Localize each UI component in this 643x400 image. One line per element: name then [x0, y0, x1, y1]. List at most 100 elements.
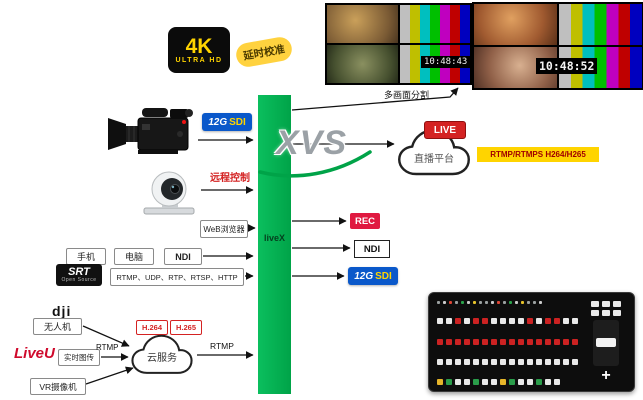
switcher-button — [518, 338, 524, 345]
monitor-left-grid — [327, 5, 470, 83]
ndi-input-box: NDI — [164, 248, 202, 265]
switcher-button — [497, 301, 500, 304]
sdi-12g-text-out: 12G — [354, 270, 374, 282]
sdi-sdi-text-out: SDI — [375, 270, 392, 282]
switcher-button — [503, 301, 506, 304]
switcher-button — [446, 338, 452, 345]
switcher-button — [467, 301, 470, 304]
switcher-button — [446, 379, 452, 385]
xvs-logo: XVS — [276, 124, 348, 162]
live-badge: LIVE — [424, 121, 466, 139]
switcher-button — [572, 358, 578, 365]
ndi-output-box: NDI — [354, 240, 390, 258]
switcher-button — [443, 301, 446, 304]
switcher-button — [509, 301, 512, 304]
switcher-button — [563, 338, 569, 345]
switcher-mini-buttons — [591, 301, 621, 316]
monitor-right: 10:48:52 — [472, 2, 643, 90]
switcher-button — [527, 301, 530, 304]
switcher-button — [563, 318, 569, 325]
switcher-button — [485, 301, 488, 304]
switcher-button — [482, 379, 488, 385]
monitor-right-grid — [474, 4, 642, 88]
switcher-button — [521, 301, 524, 304]
protocols-box: RTMP、UDP、RTP、RTSP、HTTP — [110, 268, 244, 286]
switcher-button — [545, 338, 551, 345]
rtmp-in-label: RTMP — [96, 343, 119, 352]
badge-4k-ultrahd: 4K ULTRA HD — [168, 27, 230, 73]
switcher-button — [455, 379, 461, 385]
transmitter-box: 实时图传 — [58, 349, 100, 366]
switcher-button — [491, 358, 497, 365]
switcher-button-row — [437, 379, 578, 385]
switcher-button — [455, 301, 458, 304]
switcher-button — [491, 338, 497, 345]
switcher-button — [455, 338, 461, 345]
sdi-12g-text: 12G — [208, 116, 228, 128]
switcher-button — [500, 318, 506, 325]
switcher-button — [500, 379, 506, 385]
switcher-button — [437, 379, 443, 385]
badge-ultrahd-text: ULTRA HD — [175, 56, 223, 64]
switcher-button — [461, 301, 464, 304]
monitor-cell-scene-c — [474, 4, 557, 45]
switcher-button — [563, 358, 569, 365]
switcher-button — [473, 379, 479, 385]
switcher-button — [491, 301, 494, 304]
switcher-button — [536, 358, 542, 365]
h264-badge: H.264 — [136, 320, 168, 335]
monitor-cell-scene-b — [327, 45, 398, 83]
switcher-button — [473, 318, 479, 325]
switcher-button — [500, 338, 506, 345]
switcher-button — [491, 379, 497, 385]
sdi-12g-badge-input: 12G SDI — [202, 113, 252, 131]
cloud-service-icon — [131, 334, 193, 374]
switcher-button — [455, 318, 461, 325]
livex-label: liveX — [263, 233, 285, 243]
switcher-button-row — [437, 301, 578, 304]
rtmp-mid-label: RTMP — [210, 341, 234, 351]
switcher-button — [527, 379, 533, 385]
badge-delay-calibration: 延时校准 — [234, 35, 294, 69]
switcher-button-row — [437, 318, 578, 325]
switcher-button — [482, 318, 488, 325]
sdi-12g-badge-output: 12G SDI — [348, 267, 398, 285]
switcher-button — [464, 318, 470, 325]
srt-subtext: Open Source — [61, 277, 97, 283]
switcher-button — [455, 358, 461, 365]
monitor-cell-bars — [399, 5, 470, 43]
switcher-button — [554, 318, 560, 325]
switcher-button — [536, 318, 542, 325]
switcher-button — [446, 358, 452, 365]
switcher-button — [473, 338, 479, 345]
switcher-button — [479, 301, 482, 304]
switcher-button — [527, 358, 533, 365]
livex-ingest-bar: liveX — [258, 95, 291, 394]
liveu-logo: LiveU — [14, 345, 55, 362]
switcher-button — [500, 358, 506, 365]
srt-badge: SRT Open Source — [56, 264, 102, 286]
multi-split-label: 多画面分割 — [384, 90, 430, 100]
switcher-button — [518, 379, 524, 385]
switcher-buttons — [437, 301, 578, 385]
pc-box: 电脑 — [114, 248, 154, 265]
switcher-button — [509, 358, 515, 365]
rtmp-banner: RTMP/RTMPS H264/H265 — [477, 147, 599, 162]
timecode-right: 10:48:52 — [536, 58, 598, 74]
switcher-button — [572, 338, 578, 345]
video-switcher-panel: + — [428, 292, 635, 392]
sdi-sdi-text: SDI — [229, 116, 246, 128]
switcher-button-row — [437, 338, 578, 345]
cinema-camera-icon — [108, 108, 193, 154]
timecode-left: 10:48:43 — [421, 56, 471, 68]
phone-box: 手机 — [66, 248, 106, 265]
switcher-button — [545, 379, 551, 385]
switcher-button — [518, 318, 524, 325]
joystick-cross-icon: + — [601, 367, 611, 384]
switcher-button — [539, 301, 542, 304]
monitor-cell-bars — [559, 4, 642, 45]
cloud-service-label: 云服务 — [147, 353, 177, 364]
tbar-handle — [596, 338, 616, 347]
switcher-button — [464, 358, 470, 365]
